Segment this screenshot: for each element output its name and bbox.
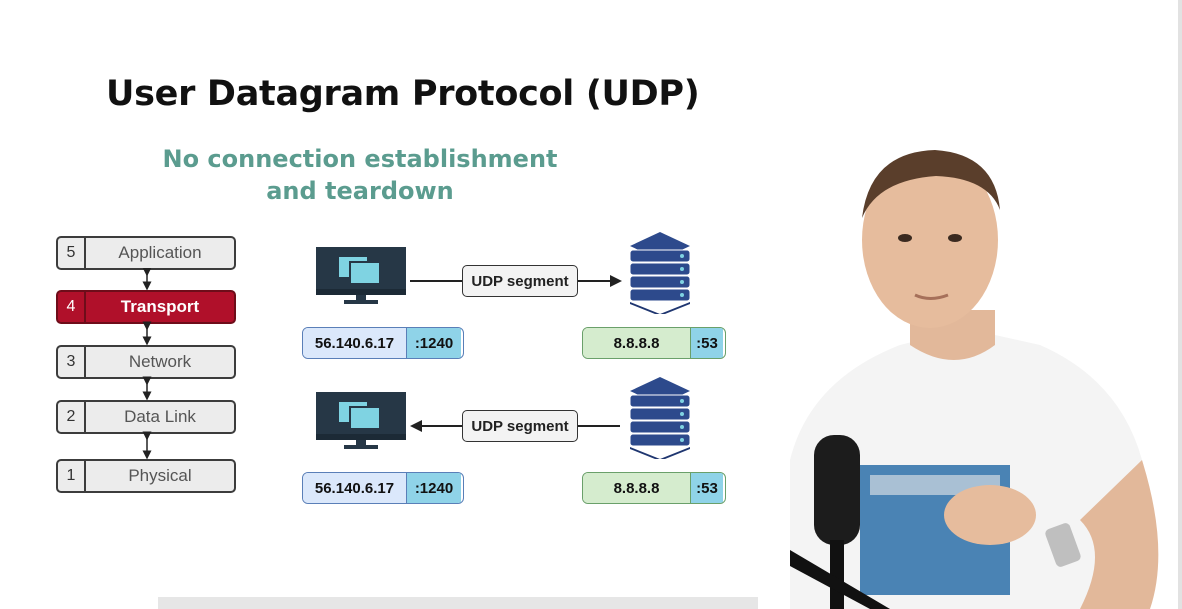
slide-title: User Datagram Protocol (UDP) (106, 74, 700, 114)
layer-number: 2 (58, 402, 86, 432)
layer-label: Application (118, 243, 202, 262)
layer-application: 5 Application (56, 236, 236, 270)
layer-transport: 4 Transport (56, 290, 236, 324)
computer-monitor-icon (316, 392, 406, 449)
client-address: 56.140.6.17 :1240 (302, 327, 464, 359)
slide-subtitle: No connection establishment and teardown (160, 143, 560, 207)
server-address: 8.8.8.8 :53 (582, 327, 726, 359)
scrollbar-edge (1178, 0, 1182, 609)
client-ip: 56.140.6.17 (303, 328, 407, 358)
layer-label: Data Link (124, 407, 196, 426)
udp-segment-box: UDP segment (462, 265, 578, 297)
server-ip: 8.8.8.8 (583, 328, 691, 358)
layer-number: 1 (58, 461, 86, 491)
presenter-video-overlay (790, 150, 1159, 609)
layer-number: 3 (58, 347, 86, 377)
arrow-left-icon (410, 420, 464, 432)
layer-number: 4 (58, 292, 86, 322)
arrow-line-right-segment (578, 425, 620, 427)
client-ip: 56.140.6.17 (303, 473, 407, 503)
arrow-line-left-segment (410, 280, 464, 282)
computer-monitor-icon (316, 247, 406, 304)
udp-segment-box: UDP segment (462, 410, 578, 442)
layer-network: 3 Network (56, 345, 236, 379)
layer-number: 5 (58, 238, 86, 268)
client-port: :1240 (407, 473, 461, 503)
client-port: :1240 (407, 328, 461, 358)
server-stack-icon (629, 377, 691, 459)
server-stack-icon (629, 232, 691, 314)
subtitle-line-1: No connection establishment (162, 145, 558, 173)
layer-label: Transport (120, 297, 200, 316)
server-port: :53 (691, 473, 723, 503)
layer-physical: 1 Physical (56, 459, 236, 493)
subtitle-line-2: and teardown (266, 177, 454, 205)
layer-label: Network (128, 352, 192, 371)
server-port: :53 (691, 328, 723, 358)
arrow-right-icon (578, 275, 622, 287)
server-address: 8.8.8.8 :53 (582, 472, 726, 504)
layer-connectors (142, 268, 152, 460)
layer-label: Physical (128, 466, 192, 485)
client-address: 56.140.6.17 :1240 (302, 472, 464, 504)
caption-bar (158, 597, 758, 609)
layer-data-link: 2 Data Link (56, 400, 236, 434)
server-ip: 8.8.8.8 (583, 473, 691, 503)
